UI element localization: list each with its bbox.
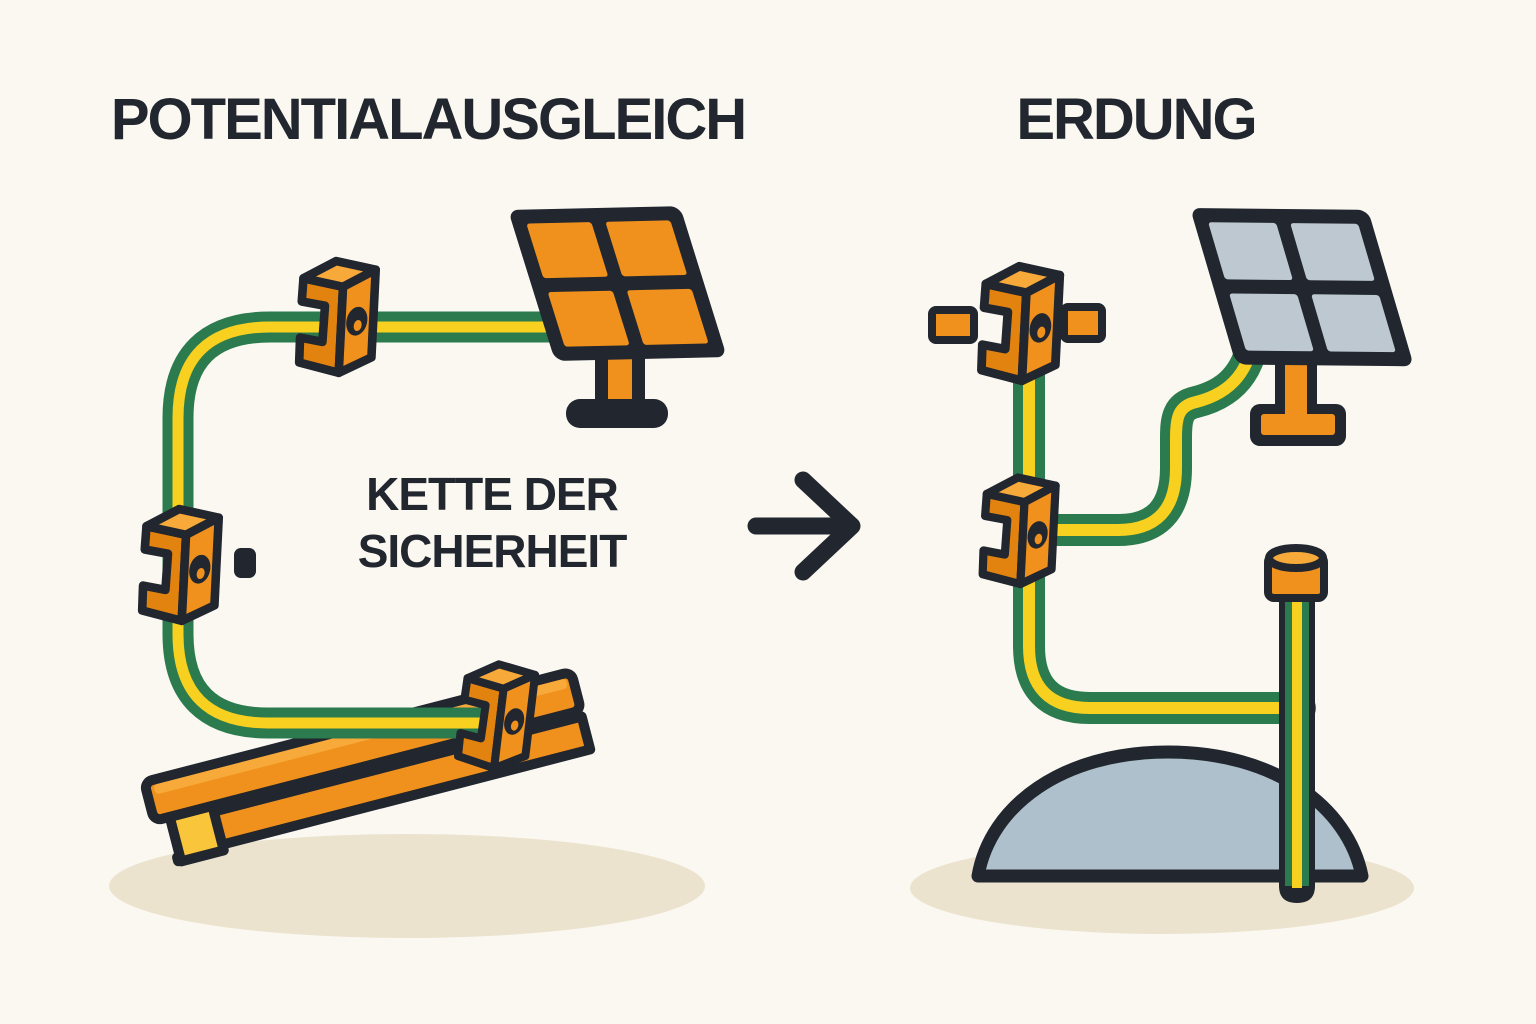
left-panel-stand <box>566 345 668 428</box>
left-ground-shadow <box>109 834 705 938</box>
right-title: ERDUNG <box>1016 87 1257 152</box>
upper-clamp-left-stub <box>928 306 978 344</box>
earthing-clamp-lower <box>983 477 1056 584</box>
earthing-clamp-upper <box>981 266 1059 380</box>
center-caption: KETTE DER SICHERHEIT <box>292 466 692 580</box>
rail-clamp-middle-stub <box>234 548 256 578</box>
caption-line-1: KETTE DER <box>366 468 619 520</box>
rail-clamp-middle <box>142 509 219 621</box>
caption-line-2: SICHERHEIT <box>357 525 628 578</box>
earthing-cable-panel-to-clamp <box>1039 330 1268 546</box>
solar-panel-orange <box>510 206 725 361</box>
left-scene-potential-equalization <box>142 206 725 867</box>
earthing-cable-to-rod <box>1013 544 1316 724</box>
right-scene-earthing <box>928 208 1412 903</box>
upper-clamp-right-stub <box>1060 303 1106 343</box>
solar-panel-gray <box>1192 208 1412 367</box>
right-panel-stand <box>1250 356 1346 446</box>
earth-rod <box>1264 544 1328 903</box>
earth-mound <box>971 745 1369 883</box>
left-title: POTENTIALAUSGLEICH <box>110 87 747 152</box>
arrow-right-icon <box>747 471 861 581</box>
